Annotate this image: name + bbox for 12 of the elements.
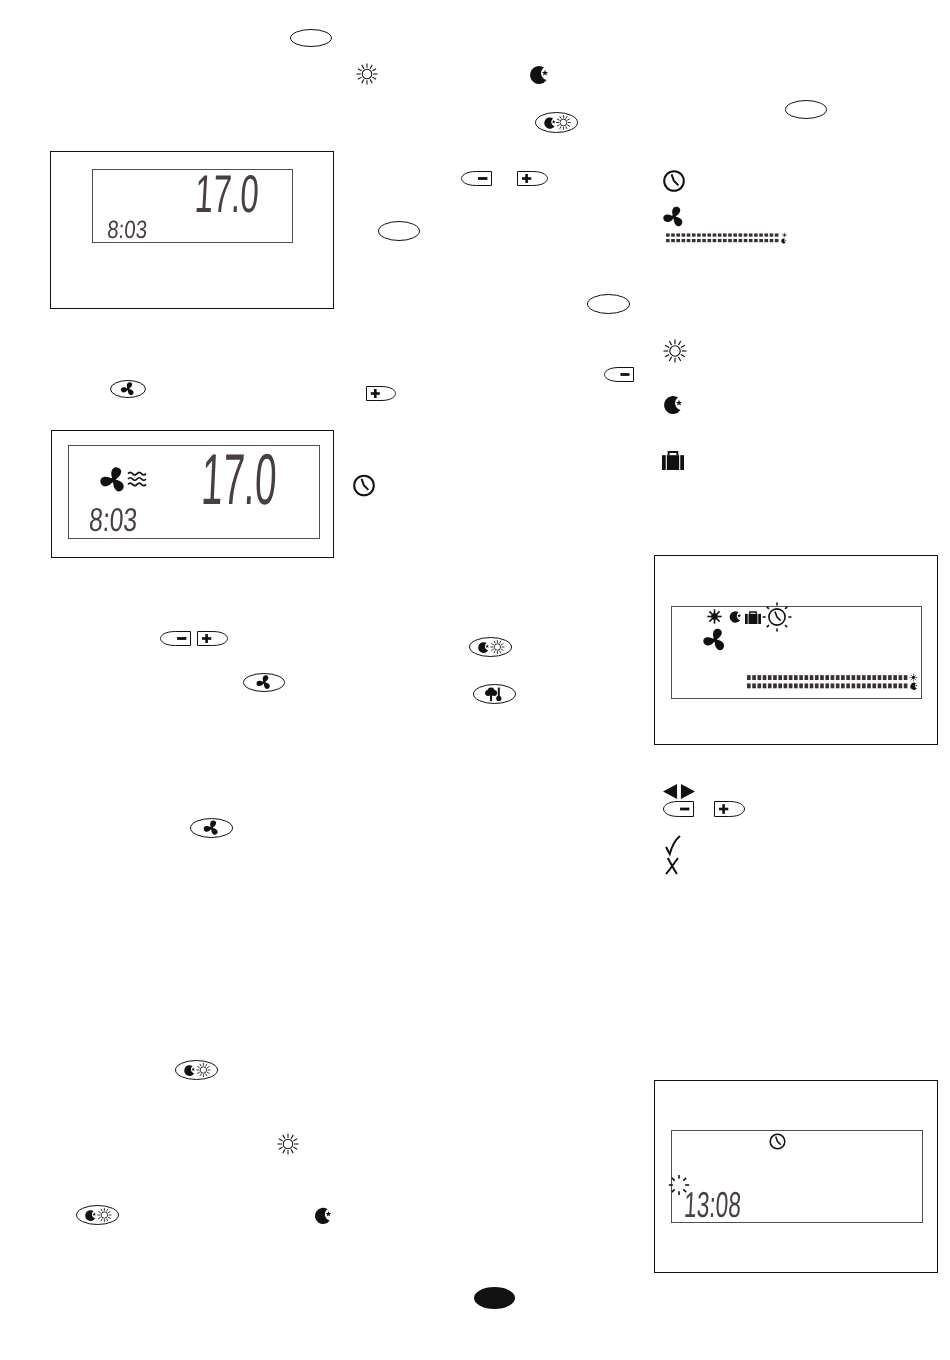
lcd-screen <box>68 445 320 539</box>
display-panel <box>50 151 334 309</box>
lcd-temperature: 17.0 <box>200 450 278 509</box>
lcd-time: 8:03 <box>106 219 148 240</box>
lcd-temperature: 17.0 <box>193 173 260 216</box>
display-panel <box>654 1080 938 1273</box>
lcd-screen <box>671 1130 923 1223</box>
display-panel <box>51 430 334 558</box>
lcd-time: 8:03 <box>88 507 139 534</box>
display-panel <box>654 555 938 745</box>
lcd-screen <box>92 169 293 243</box>
lcd-time: 13:08 <box>683 1190 742 1220</box>
